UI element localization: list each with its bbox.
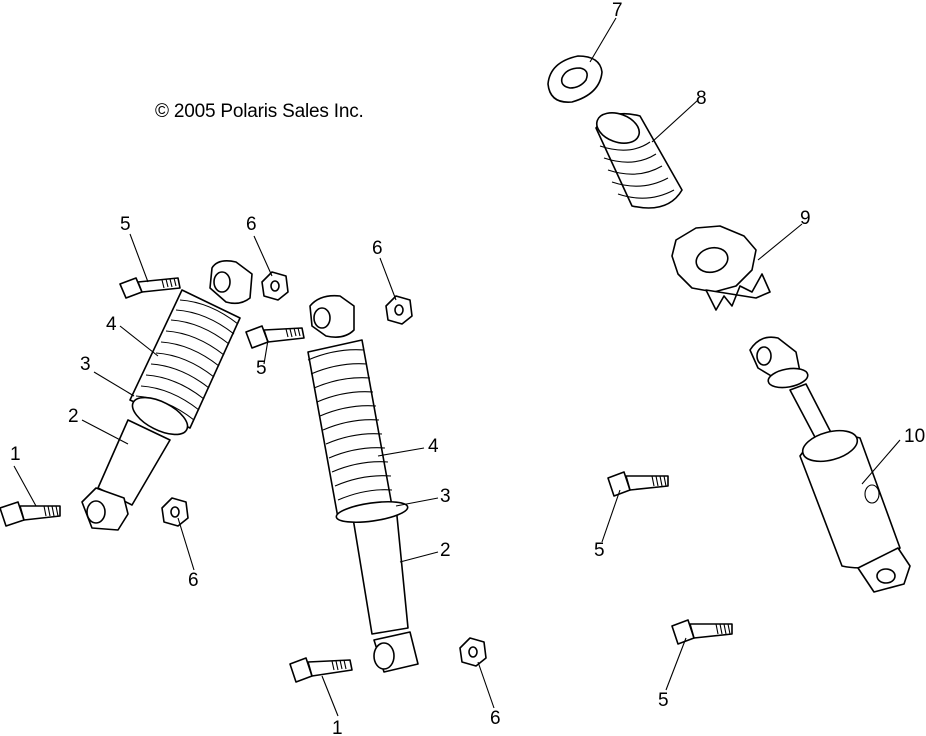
bolt-5-upper-left — [119, 277, 181, 299]
nut-6-a — [261, 271, 289, 301]
callout-1: 1 — [10, 444, 21, 465]
callout-8: 8 — [696, 88, 707, 109]
callout-6: 6 — [490, 708, 501, 729]
bolt-5-bottom-right — [671, 619, 733, 645]
callout-10: 10 — [904, 426, 925, 447]
nut-6-c — [161, 497, 189, 527]
callout-7: 7 — [612, 0, 623, 21]
bolt-1-left — [0, 501, 61, 527]
left-shock — [81, 260, 253, 531]
callout-5: 5 — [658, 690, 669, 711]
callout-2: 2 — [440, 540, 451, 561]
callout-labels: 1 1 2 2 3 3 4 4 5 5 5 5 6 6 6 6 7 8 9 10 — [10, 0, 925, 736]
left-spring — [129, 289, 241, 429]
bolt-5-mid — [245, 325, 305, 349]
spring-retainer-7 — [547, 55, 603, 103]
callout-5: 5 — [120, 214, 131, 235]
copyright-notice: © 2005 Polaris Sales Inc. — [155, 101, 364, 122]
bolt-1-bottom — [289, 657, 353, 683]
callout-3: 3 — [80, 354, 91, 375]
callout-5: 5 — [594, 540, 605, 561]
callout-4: 4 — [428, 436, 439, 457]
nut-6-b — [385, 295, 413, 325]
callout-6: 6 — [372, 238, 383, 259]
callout-6: 6 — [246, 214, 257, 235]
callout-4: 4 — [106, 314, 117, 335]
bolt-5-right — [607, 471, 669, 497]
leader-lines — [13, 17, 901, 717]
spring-8 — [595, 112, 683, 209]
shock-10 — [749, 336, 911, 593]
center-shock — [307, 294, 419, 673]
callout-2: 2 — [68, 406, 79, 427]
retainer-9 — [671, 225, 771, 311]
nut-6-d — [459, 637, 487, 667]
center-spring — [307, 339, 393, 519]
callout-9: 9 — [800, 208, 811, 229]
callout-6: 6 — [188, 570, 199, 591]
callout-5: 5 — [256, 358, 267, 379]
callout-1: 1 — [332, 718, 343, 736]
callout-3: 3 — [440, 486, 451, 507]
